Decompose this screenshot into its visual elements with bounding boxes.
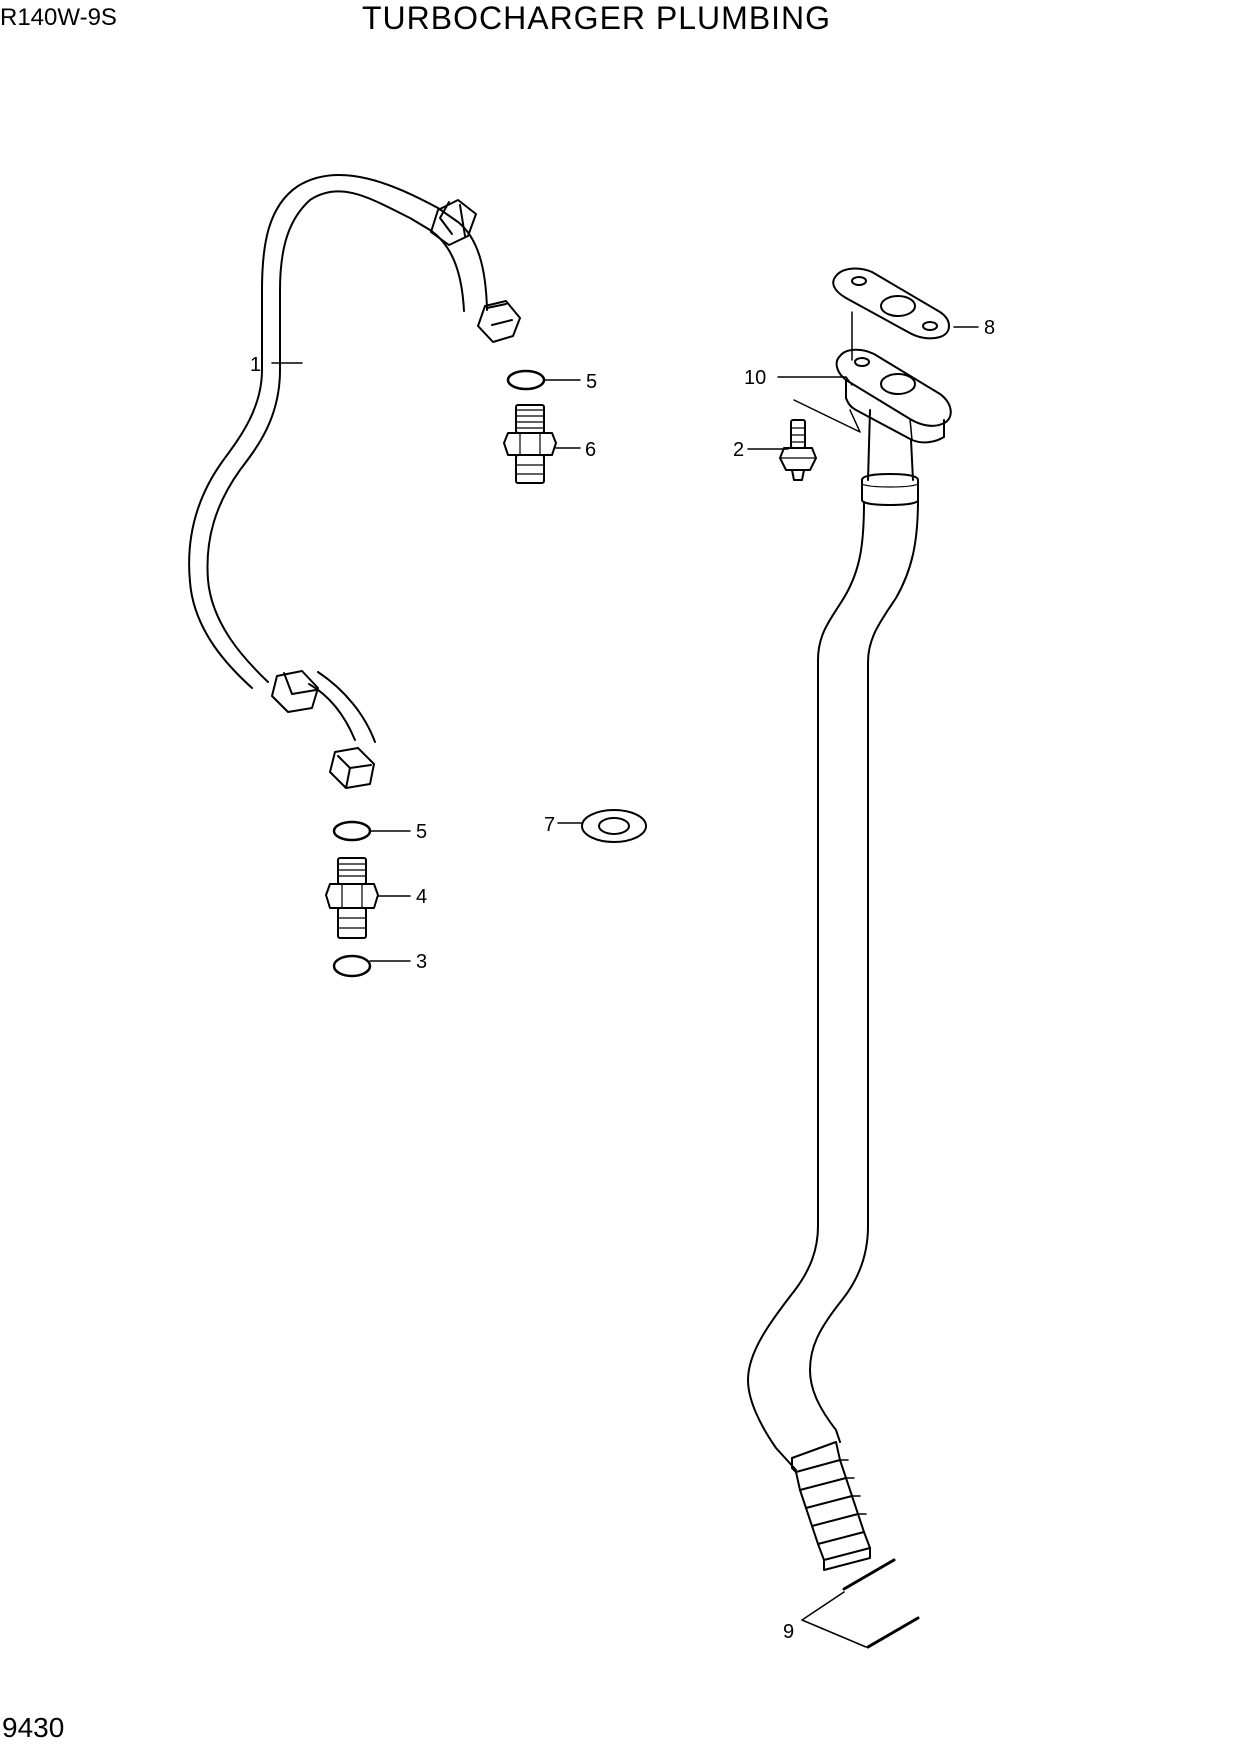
- upper-tube-nut: [430, 199, 477, 246]
- lower-tube-nut: [271, 670, 319, 713]
- flange-bolt: [779, 419, 817, 481]
- diagram-title: TURBOCHARGER PLUMBING: [362, 0, 832, 36]
- lower-adapter-fitting: [325, 857, 379, 939]
- callout-4: 4: [416, 886, 427, 908]
- callout-7: 7: [544, 814, 555, 836]
- callout-8: 8: [984, 317, 995, 339]
- upper-tube-end-nut: [477, 300, 521, 343]
- drain-tube: [747, 348, 952, 1571]
- callout-10: 10: [744, 367, 766, 389]
- callout-1: 1: [250, 354, 261, 376]
- lower-o-ring-5: [332, 820, 372, 842]
- feed-tube: [188, 173, 488, 689]
- lower-tube-curve: [308, 671, 376, 743]
- callout-5-lower: 5: [416, 821, 427, 843]
- callout-3: 3: [416, 951, 427, 973]
- flange-gasket: [832, 267, 950, 340]
- lower-tube-end-nut: [329, 747, 375, 789]
- callout-9: 9: [783, 1621, 794, 1643]
- page-number: 9430: [2, 1712, 65, 1743]
- ribbed-drain-end: [791, 1441, 871, 1571]
- callout-numbers: 1 5 6 10 2 8 5 7 4 3 9: [250, 317, 995, 1643]
- upper-o-ring: [506, 369, 546, 391]
- leader-lines: [271, 311, 979, 1648]
- sealing-washer: [581, 809, 647, 843]
- model-label: R140W-9S: [0, 4, 117, 31]
- clamp-lines: [842, 1558, 920, 1649]
- callout-5-upper: 5: [586, 371, 597, 393]
- lower-o-ring-3: [332, 954, 372, 978]
- upper-adapter-fitting: [503, 404, 557, 484]
- callout-6: 6: [585, 439, 596, 461]
- callout-2: 2: [733, 439, 744, 461]
